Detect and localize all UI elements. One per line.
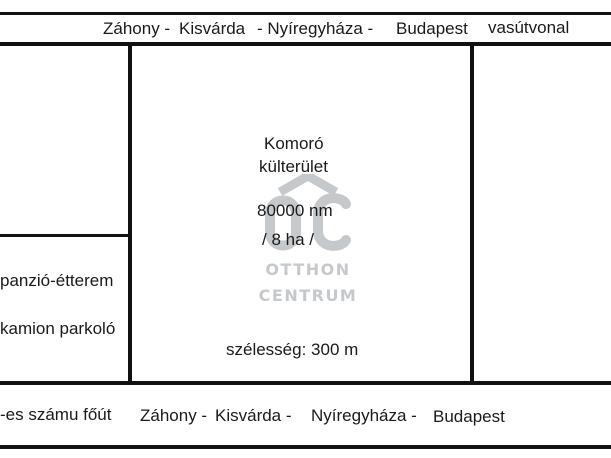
oc-monogram-icon [265, 174, 351, 251]
railway-bottom-line [0, 42, 611, 46]
watermark-line2: CENTRUM [258, 286, 358, 305]
road-top-line [0, 381, 611, 385]
road-label-zahony: Záhony - [140, 406, 208, 425]
road-label-kisvarda: Kisvárda - [215, 406, 292, 425]
road-label-nyiregyhaza: Nyíregyháza - [311, 406, 417, 425]
left-parcel-divider [0, 234, 130, 237]
railway-label-zahony: Záhony - [103, 19, 171, 38]
plot-name: Komoró [264, 134, 324, 153]
truck-parking-label: kamion parkoló [0, 319, 116, 338]
railway-label: vasútvonal [488, 18, 570, 37]
otthon-centrum-watermark: OTTHON CENTRUM [258, 174, 358, 310]
railway-label-budapest: Budapest [396, 19, 468, 38]
plot-type: külterület [259, 157, 328, 176]
railway-label-kisvarda: Kisvárda [179, 19, 246, 38]
road-bottom-line [0, 445, 611, 449]
railway-top-line [0, 12, 611, 15]
plot-right-border [470, 46, 474, 384]
plot-area-hectare: / 8 ha / [262, 230, 314, 249]
watermark-line1: OTTHON [265, 260, 351, 279]
plot-width: szélesség: 300 m [226, 340, 359, 359]
plot-left-border [128, 46, 132, 384]
main-road-label: -es számu főút [0, 405, 112, 424]
road-label-budapest: Budapest [433, 407, 505, 426]
pension-restaurant-label: panzió-étterem [0, 271, 114, 290]
railway-label-nyiregyhaza: - Nyíregyháza - [257, 19, 374, 38]
plot-area: 80000 nm [257, 201, 333, 220]
